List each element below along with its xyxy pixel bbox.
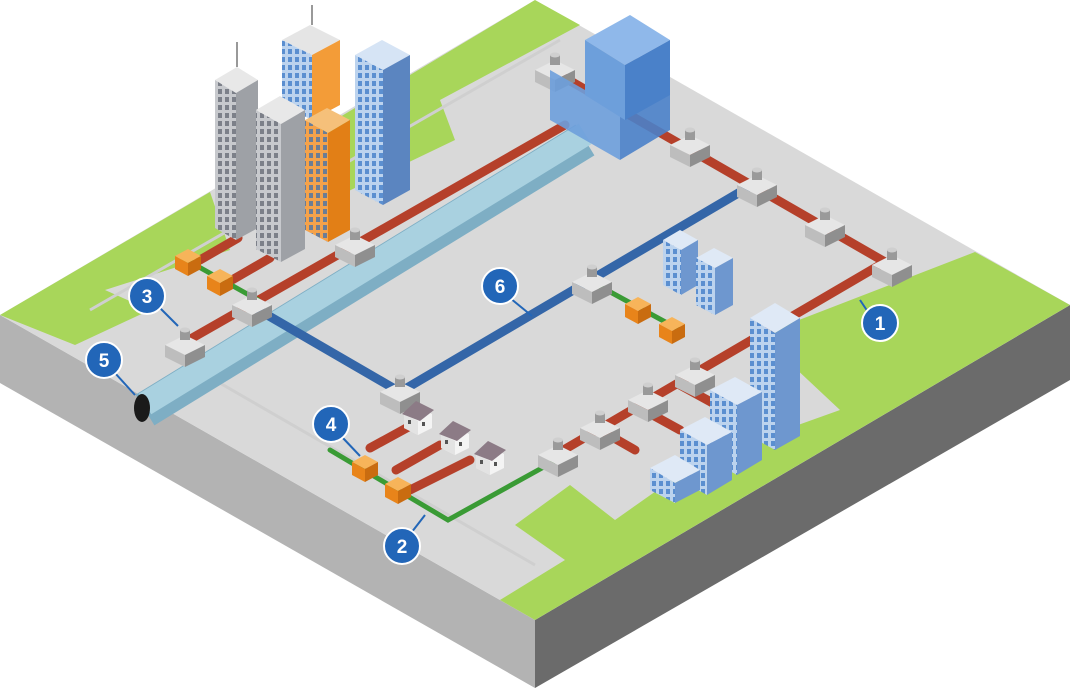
- svg-text:4: 4: [326, 415, 337, 436]
- label-badge-3: 3: [128, 277, 166, 315]
- office-cluster: [650, 303, 800, 503]
- label-badge-5: 5: [85, 341, 123, 379]
- svg-text:3: 3: [142, 287, 153, 308]
- svg-text:1: 1: [875, 314, 886, 335]
- svg-text:5: 5: [99, 351, 110, 372]
- svg-text:2: 2: [397, 537, 408, 558]
- label-badge-4: 4: [312, 405, 350, 443]
- downtown-towers: [215, 5, 410, 262]
- tunnel-entrance-icon: [134, 394, 150, 422]
- mid-buildings: [663, 230, 733, 315]
- label-badge-6: 6: [481, 267, 519, 305]
- label-badge-2: 2: [383, 527, 421, 565]
- svg-text:6: 6: [495, 277, 506, 298]
- central-plant-building: [550, 15, 670, 160]
- utility-tunnel: [134, 123, 595, 426]
- label-badge-1: 1: [861, 304, 899, 342]
